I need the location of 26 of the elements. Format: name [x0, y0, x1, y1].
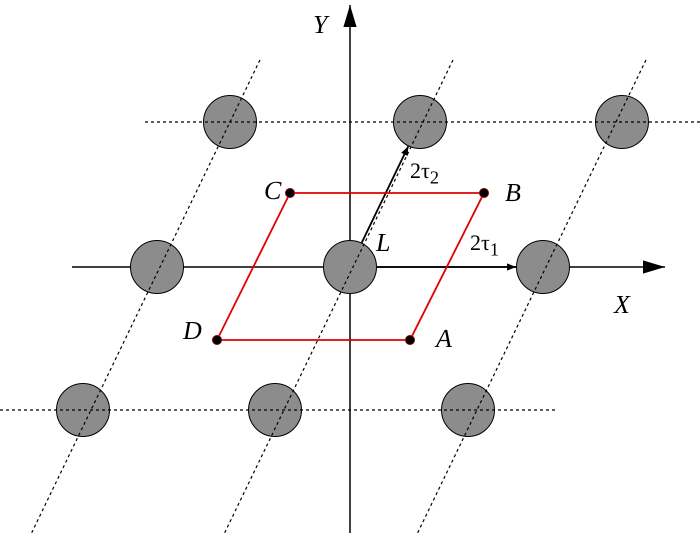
- cell-edge: [411, 197, 483, 336]
- vector-arrow: [377, 263, 516, 271]
- axis-label: X: [614, 292, 630, 318]
- point-label: C: [264, 178, 282, 204]
- cell-edge: [295, 192, 479, 194]
- lattice-point: [479, 188, 489, 198]
- lattice-point: [285, 188, 295, 198]
- lattice-site-circle: [323, 240, 377, 294]
- lattice-site-circle: [393, 95, 447, 149]
- point-label: D: [183, 318, 202, 344]
- lattice-site-circle: [441, 383, 495, 437]
- lattice-point: [405, 335, 415, 345]
- point-label: B: [505, 180, 521, 206]
- lattice-site-circle: [130, 240, 184, 294]
- point-label: A: [436, 326, 452, 352]
- vector-arrow: [360, 146, 410, 244]
- lattice-site-circle: [516, 240, 570, 294]
- cell-edge: [222, 339, 405, 341]
- lattice-site-circle: [248, 383, 302, 437]
- axis-label: Y: [313, 12, 328, 38]
- lattice-site-circle: [203, 95, 257, 149]
- lattice-site-circle: [56, 383, 110, 437]
- lattice-site-circle: [595, 95, 649, 149]
- lattice-point: [212, 335, 222, 345]
- cell-edge: [218, 197, 289, 336]
- point-label: L: [376, 230, 390, 256]
